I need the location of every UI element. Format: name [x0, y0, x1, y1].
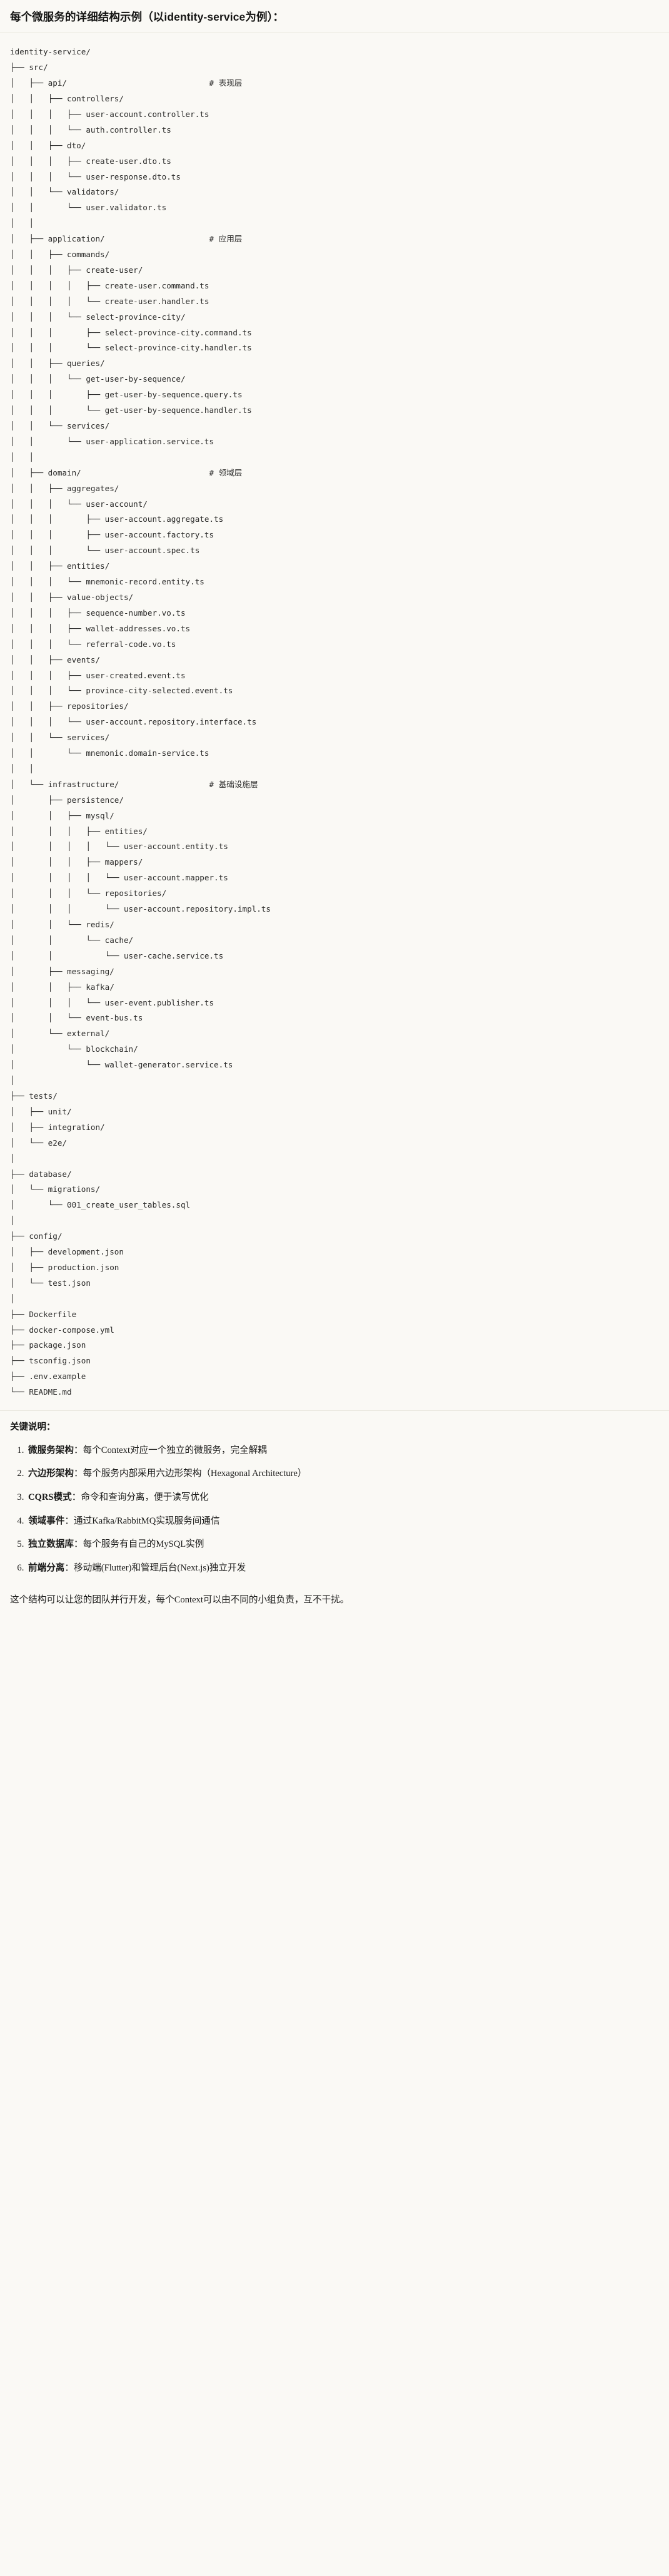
list-item: 独立数据库：每个服务有自己的MySQL实例: [26, 1537, 659, 1552]
note-term: 微服务架构: [28, 1445, 74, 1455]
note-term: 前端分离: [28, 1562, 65, 1573]
divider-bottom: [0, 1410, 669, 1412]
notes-list: 微服务架构：每个Context对应一个独立的微服务，完全解耦 六边形架构：每个服…: [10, 1443, 659, 1576]
note-separator: ：: [73, 1539, 83, 1550]
list-item: 六边形架构：每个服务内部采用六边形架构（Hexagonal Architectu…: [26, 1467, 659, 1481]
list-item: 前端分离：移动端(Flutter)和管理后台(Next.js)独立开发: [26, 1561, 659, 1576]
note-text: 通过Kafka/RabbitMQ实现服务间通信: [74, 1515, 220, 1526]
list-item: 微服务架构：每个Context对应一个独立的微服务，完全解耦: [26, 1443, 659, 1458]
title-section: 每个微服务的详细结构示例（以identity-service为例）：: [0, 0, 669, 33]
note-separator: ：: [73, 1469, 83, 1479]
note-term: 领域事件: [28, 1515, 65, 1526]
list-item: CQRS模式：命令和查询分离，便于读写优化: [26, 1490, 659, 1505]
note-text: 每个Context对应一个独立的微服务，完全解耦: [83, 1445, 267, 1455]
key-notes-section: 关键说明： 微服务架构：每个Context对应一个独立的微服务，完全解耦 六边形…: [0, 1411, 669, 1581]
note-term: CQRS模式: [28, 1492, 72, 1503]
note-text: 移动端(Flutter)和管理后台(Next.js)独立开发: [74, 1562, 246, 1573]
note-text: 每个服务有自己的MySQL实例: [83, 1539, 204, 1550]
directory-tree: identity-service/ ├── src/ │ ├── api/ # …: [10, 47, 271, 1397]
list-item: 领域事件：通过Kafka/RabbitMQ实现服务间通信: [26, 1514, 659, 1529]
notes-heading: 关键说明：: [10, 1422, 56, 1433]
document-page: 每个微服务的详细结构示例（以identity-service为例）： ident…: [0, 0, 669, 1619]
note-term: 独立数据库: [28, 1539, 74, 1550]
note-text: 每个服务内部采用六边形架构（Hexagonal Architecture）: [83, 1469, 307, 1479]
note-separator: ：: [64, 1515, 74, 1526]
directory-tree-block: identity-service/ ├── src/ │ ├── api/ # …: [0, 33, 669, 1411]
note-separator: ：: [71, 1492, 81, 1503]
note-separator: ：: [73, 1445, 83, 1455]
note-term: 六边形架构: [28, 1469, 74, 1479]
closing-paragraph: 这个结构可以让您的团队并行开发，每个Context可以由不同的小组负责，互不干扰…: [10, 1594, 350, 1605]
page-title: 每个微服务的详细结构示例（以identity-service为例）：: [10, 11, 284, 23]
note-separator: ：: [64, 1562, 74, 1573]
note-text: 命令和查询分离，便于读写优化: [81, 1492, 209, 1503]
